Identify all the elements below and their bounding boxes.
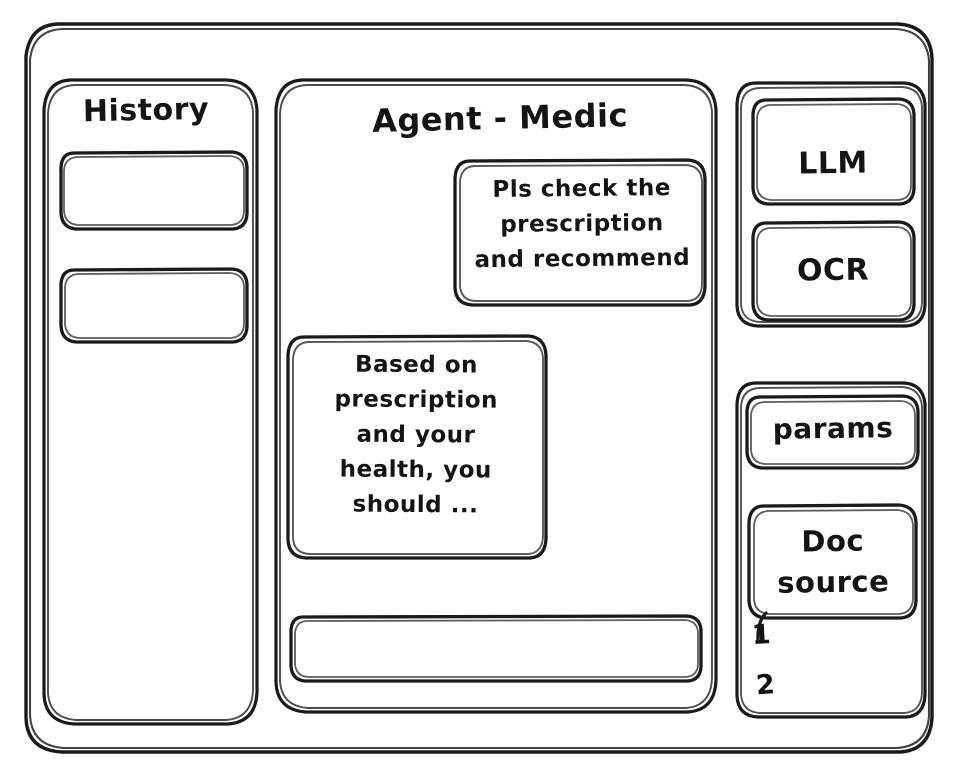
center-panel-frame [274,78,718,714]
history-item-1-frame [59,150,249,231]
llm-button-frame [751,97,916,206]
params-button-label[interactable]: params [772,411,894,446]
history-item-1[interactable] [61,152,248,230]
composer-input[interactable] [291,616,702,681]
params-button-frame [745,394,920,470]
composer-input-frame [289,614,703,683]
left-panel-frame [42,78,259,726]
history-item-2-frame [59,267,249,344]
history-item-2[interactable] [61,269,248,342]
right-panel-context-frame [735,381,927,719]
user-message-bubble-frame [453,158,707,307]
window-frame [24,22,934,754]
right-panel-tools-frame [735,81,927,328]
agent-message-text: Based on prescription and your health, y… [334,351,499,519]
ocr-button-label[interactable]: OCR [796,252,870,289]
doc-source-button-frame [747,503,918,620]
user-message-text: Pls check the prescription and recommend [474,175,691,274]
doc-source-pointer-stroke [756,611,768,643]
ocr-button-frame [751,220,916,322]
doc-source-reference-2[interactable]: 2 [754,669,777,702]
history-panel-title: History [82,91,210,130]
agent-message-bubble-frame [286,334,548,560]
doc-source-button-label[interactable]: Doc source [777,523,890,600]
llm-button-label[interactable]: LLM [797,145,869,182]
doc-source-reference-1[interactable]: 1 [751,619,773,652]
